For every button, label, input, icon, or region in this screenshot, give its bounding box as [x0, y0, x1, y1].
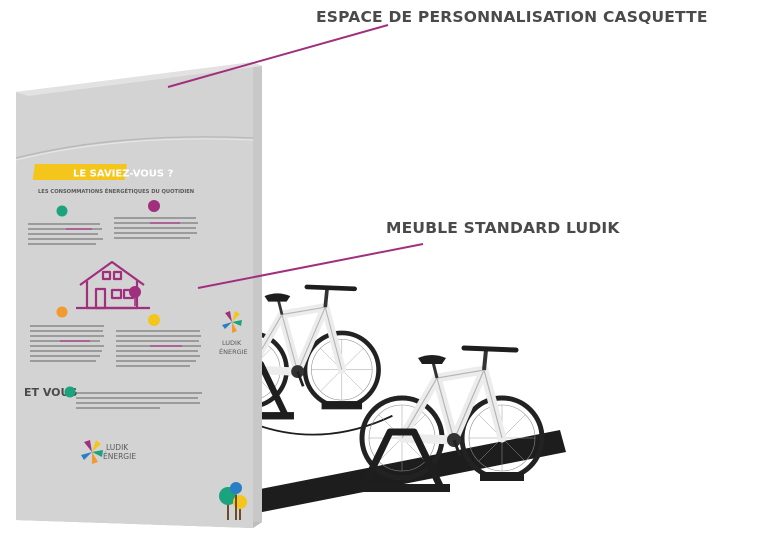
headline-banner — [32, 164, 127, 180]
body-text-lines — [28, 217, 202, 409]
magenta-round-icon — [148, 200, 160, 212]
et-vous-heading: ET VOUS — [24, 386, 77, 399]
brand-name-line2: ÉNERGIE — [103, 452, 136, 461]
highlight-text-lines — [60, 222, 182, 347]
info-panel: LE SAVIEZ-VOUS ? LES CONSOMMATIONS ÉNERG… — [24, 164, 248, 520]
orange-round-icon — [56, 306, 68, 318]
question-bubble-icon — [64, 386, 76, 398]
ludik-side-logo — [222, 311, 242, 333]
brand-name-line1: LUDIK — [106, 443, 129, 452]
callout-meuble-label: MEUBLE STANDARD LUDIK — [386, 219, 620, 237]
callout-casquette-label: ESPACE DE PERSONNALISATION CASQUETTE — [316, 8, 708, 26]
casquette-leader-line — [167, 24, 389, 88]
green-round-icon — [56, 205, 68, 217]
tree-icon — [129, 286, 141, 306]
floor-rail — [225, 430, 566, 518]
meuble-leader-line — [197, 243, 424, 289]
side-brand-line2: ÉNERGIE — [219, 347, 248, 356]
subheadline-text: LES CONSOMMATIONS ÉNERGÉTIQUES DU QUOTID… — [38, 187, 194, 195]
yellow-round-icon — [148, 314, 160, 326]
side-brand-line1: LUDIK — [222, 339, 242, 347]
ludik-logo — [81, 440, 103, 464]
headline-text: LE SAVIEZ-VOUS ? — [73, 169, 174, 180]
tree-illustration — [219, 482, 247, 520]
